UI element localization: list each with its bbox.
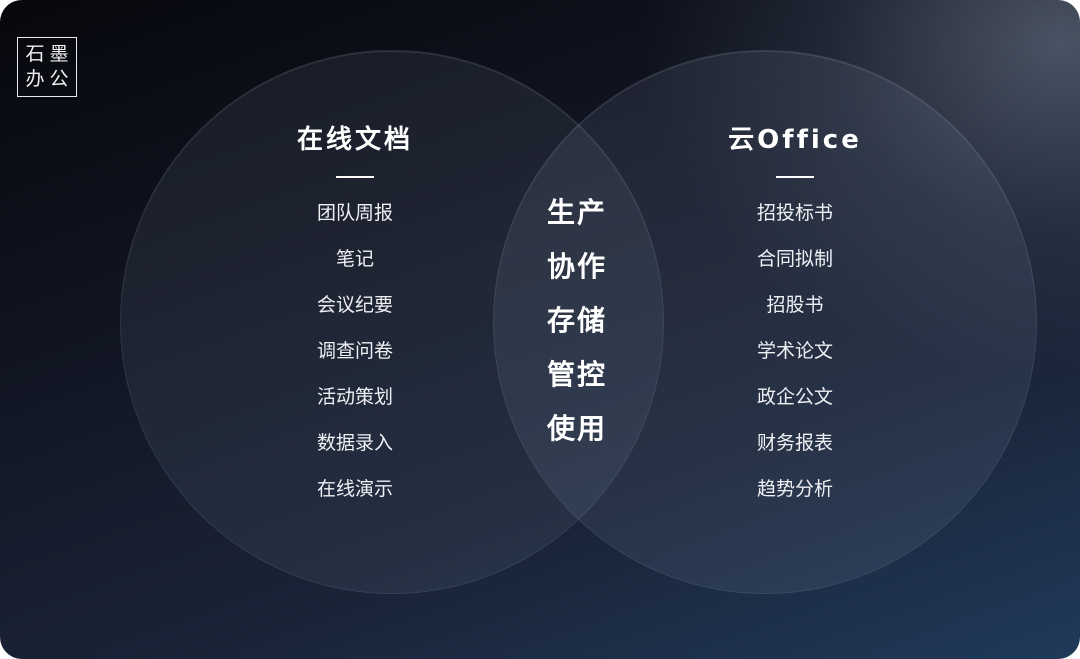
list-item: 招股书 [766, 293, 824, 316]
overlap-keywords: 生产 协作 存储 管控 使用 [527, 192, 627, 462]
left-item-list: 团队周报 笔记 会议纪要 调查问卷 活动策划 数据录入 在线演示 [245, 202, 465, 524]
right-item-list: 招投标书 合同拟制 招股书 学术论文 政企公文 财务报表 趋势分析 [685, 202, 905, 524]
left-circle-title: 在线文档 [296, 125, 413, 155]
logo-char: 石 [25, 43, 45, 65]
list-item: 笔记 [335, 247, 374, 270]
right-circle-title: 云Office [728, 125, 862, 155]
overlap-keyword: 管控 [546, 358, 607, 391]
logo-char: 墨 [49, 43, 69, 65]
list-item: 财务报表 [756, 431, 833, 454]
overlap-keyword: 使用 [546, 412, 607, 445]
list-item: 调查问卷 [316, 339, 393, 362]
title-divider [776, 176, 814, 178]
list-item: 趋势分析 [756, 477, 833, 500]
list-item: 学术论文 [756, 339, 833, 362]
list-item: 在线演示 [316, 477, 393, 500]
online-docs-column: 在线文档 团队周报 笔记 会议纪要 调查问卷 活动策划 数据录入 在线演示 [245, 120, 465, 524]
list-item: 数据录入 [316, 431, 393, 454]
list-item: 会议纪要 [316, 293, 393, 316]
list-item: 活动策划 [316, 385, 393, 408]
overlap-keyword: 存储 [546, 304, 607, 337]
title-divider [336, 176, 374, 178]
logo-char: 办 [25, 68, 45, 90]
list-item: 合同拟制 [756, 247, 833, 270]
list-item: 招投标书 [756, 201, 833, 224]
logo-char: 公 [49, 68, 69, 90]
cloud-office-column: 云Office 招投标书 合同拟制 招股书 学术论文 政企公文 财务报表 趋势分… [685, 120, 905, 524]
shimo-office-logo: 石 墨 办 公 [17, 37, 77, 97]
overlap-keyword: 协作 [546, 250, 607, 283]
overlap-keyword: 生产 [546, 196, 607, 229]
right-venn-circle [493, 50, 1037, 594]
list-item: 政企公文 [756, 385, 833, 408]
list-item: 团队周报 [316, 201, 393, 224]
